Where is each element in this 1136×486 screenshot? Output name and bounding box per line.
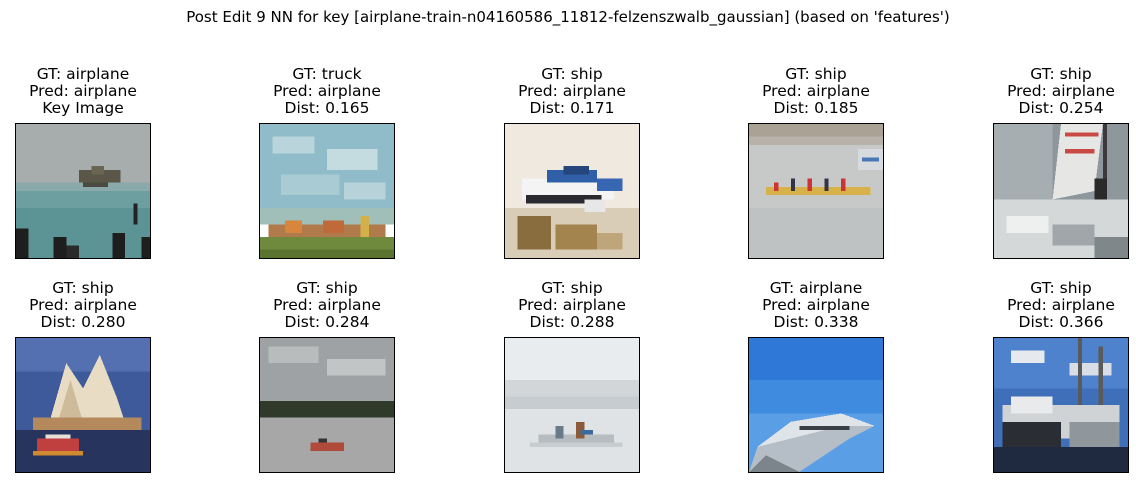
panel-dist-label: Dist: 0.254 bbox=[1018, 99, 1104, 117]
panel-gt-label: GT: ship bbox=[541, 65, 603, 83]
panel-title: GT: ship Pred: airplane Dist: 0.171 bbox=[464, 66, 680, 117]
neighbor-image bbox=[259, 123, 395, 259]
panel-title: GT: ship Pred: airplane Dist: 0.366 bbox=[953, 280, 1136, 331]
panel-key-label: Key Image bbox=[42, 99, 124, 117]
panel-title: GT: ship Pred: airplane Dist: 0.284 bbox=[219, 280, 435, 331]
panel-dist-label: Dist: 0.280 bbox=[40, 313, 126, 331]
panel-pred-label: Pred: airplane bbox=[762, 296, 870, 314]
neighbor-image bbox=[993, 337, 1129, 473]
panel-dist-label: Dist: 0.185 bbox=[773, 99, 859, 117]
panel-gt-label: GT: truck bbox=[292, 65, 362, 83]
panel-pred-label: Pred: airplane bbox=[518, 82, 626, 100]
panel-pred-label: Pred: airplane bbox=[1007, 82, 1115, 100]
panel-gt-label: GT: ship bbox=[1030, 65, 1092, 83]
panel-gt-label: GT: airplane bbox=[36, 65, 130, 83]
panel-dist-label: Dist: 0.366 bbox=[1018, 313, 1104, 331]
panel-gt-label: GT: ship bbox=[785, 65, 847, 83]
panel-pred-label: Pred: airplane bbox=[273, 296, 381, 314]
neighbor-image bbox=[15, 337, 151, 473]
panel-title: GT: airplane Pred: airplane Dist: 0.338 bbox=[708, 280, 924, 331]
panel-pred-label: Pred: airplane bbox=[29, 296, 137, 314]
panel-title: GT: ship Pred: airplane Dist: 0.280 bbox=[0, 280, 191, 331]
panel-dist-label: Dist: 0.165 bbox=[284, 99, 370, 117]
panel-pred-label: Pred: airplane bbox=[762, 82, 870, 100]
figure-title: Post Edit 9 NN for key [airplane-train-n… bbox=[186, 8, 950, 26]
panel-dist-label: Dist: 0.171 bbox=[529, 99, 615, 117]
panel-dist-label: Dist: 0.284 bbox=[284, 313, 370, 331]
panel-title: GT: ship Pred: airplane Dist: 0.254 bbox=[953, 66, 1136, 117]
panel-title: GT: ship Pred: airplane Dist: 0.185 bbox=[708, 66, 924, 117]
panel-title: GT: truck Pred: airplane Dist: 0.165 bbox=[219, 66, 435, 117]
panel-gt-label: GT: ship bbox=[296, 279, 358, 297]
neighbor-image bbox=[504, 123, 640, 259]
panel-pred-label: Pred: airplane bbox=[273, 82, 381, 100]
neighbor-image bbox=[259, 337, 395, 473]
neighbor-image bbox=[748, 123, 884, 259]
panel-title: GT: airplane Pred: airplane Key Image bbox=[0, 66, 191, 117]
neighbor-image bbox=[993, 123, 1129, 259]
neighbor-image bbox=[748, 337, 884, 473]
panel-pred-label: Pred: airplane bbox=[518, 296, 626, 314]
panel-gt-label: GT: ship bbox=[1030, 279, 1092, 297]
panel-pred-label: Pred: airplane bbox=[1007, 296, 1115, 314]
panel-gt-label: GT: ship bbox=[541, 279, 603, 297]
panel-gt-label: GT: ship bbox=[52, 279, 114, 297]
panel-dist-label: Dist: 0.338 bbox=[773, 313, 859, 331]
panel-dist-label: Dist: 0.288 bbox=[529, 313, 615, 331]
panel-title: GT: ship Pred: airplane Dist: 0.288 bbox=[464, 280, 680, 331]
panel-gt-label: GT: airplane bbox=[769, 279, 863, 297]
panel-pred-label: Pred: airplane bbox=[29, 82, 137, 100]
key-image bbox=[15, 123, 151, 259]
neighbor-image bbox=[504, 337, 640, 473]
